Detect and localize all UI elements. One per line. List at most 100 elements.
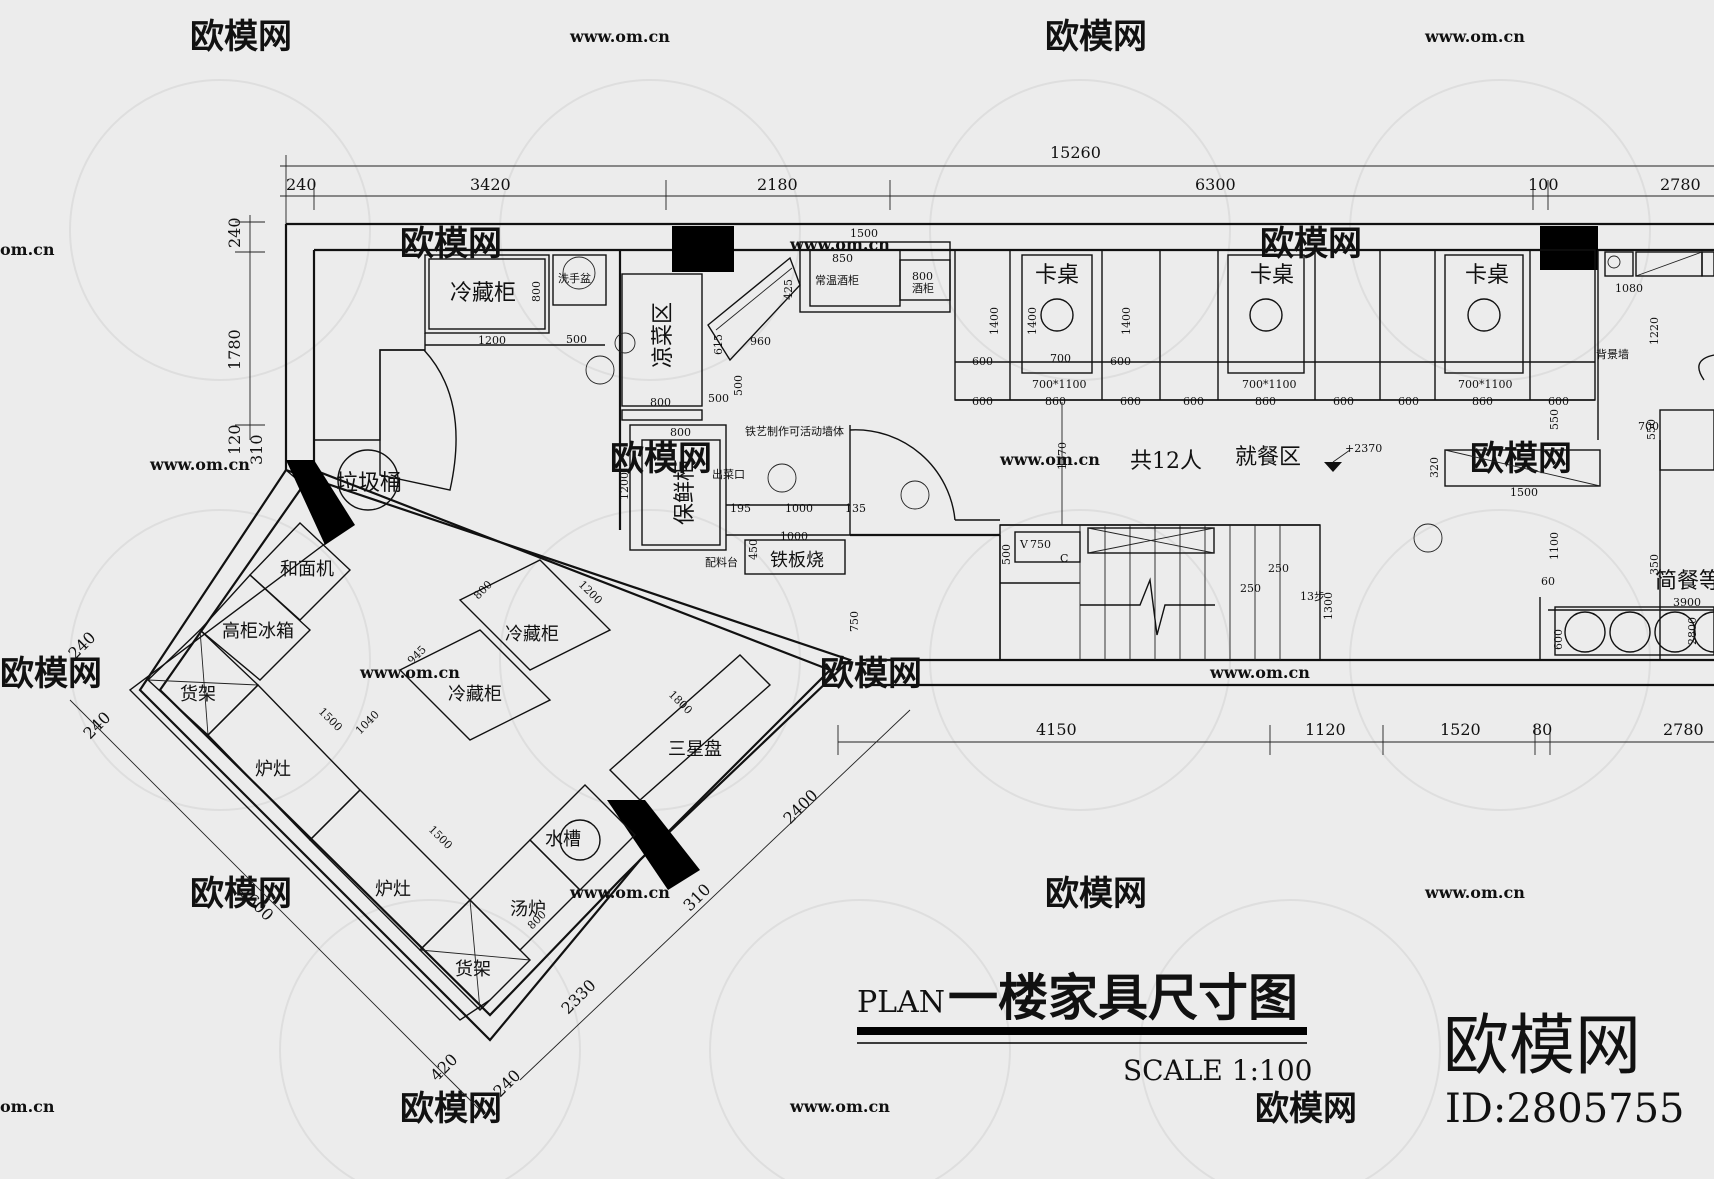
dim-label: 700 (1638, 420, 1659, 433)
label-wine-cabinet: 常温酒柜 (815, 274, 859, 287)
dim-label: 1500 (1510, 486, 1538, 499)
dim-label: 500 (708, 392, 729, 405)
dim-label: 240 (225, 217, 244, 248)
label-feature-wall: 背景墙 (1596, 347, 1629, 361)
dim-label: 450 (747, 539, 760, 560)
dim-label: 100 (1528, 175, 1559, 194)
watermark-brand: 欧模网 (1260, 224, 1362, 264)
dim-label: 1270 (1056, 442, 1069, 470)
label-booth: 卡桌 (1250, 263, 1294, 288)
dim-label: 2780 (1660, 175, 1701, 194)
label-dough-mixer: 和面机 (280, 559, 334, 580)
dim-label: 600 (1398, 395, 1419, 408)
dim-label: 1400 (1120, 307, 1133, 335)
dim-label: 1000 (780, 530, 808, 543)
dim-label: 425 (782, 279, 795, 300)
label-fridge-k2: 冷藏柜 (448, 684, 502, 705)
label-booth: 卡桌 (1035, 263, 1079, 288)
dim-label: 240 (286, 175, 317, 194)
dim-label: 1500 (850, 227, 878, 240)
label-sanxing: 三星盘 (668, 739, 722, 760)
dim-label: 800 (650, 396, 671, 409)
label-wine-small: 酒柜 (912, 282, 934, 295)
cold-dish-area: 凉菜区 800 1500 850 800 常温酒柜 酒柜 425 615 960… (585, 227, 951, 421)
scale-label: SCALE 1:100 (1123, 1054, 1312, 1087)
dim-label: 320 (1428, 457, 1441, 478)
label-stove: 炉灶 (375, 879, 411, 900)
label-tall-fridge: 高柜冰箱 (222, 621, 294, 642)
dim-label: 1400 (988, 307, 1001, 335)
dim-label: 1220 (1648, 317, 1661, 345)
dim-label: 550 (1645, 419, 1658, 440)
dim-label: 135 (845, 502, 866, 515)
watermark-brand: 欧模网 (1045, 17, 1147, 57)
dim-label: 1780 (225, 329, 244, 370)
label-soup-stove: 汤炉 (510, 899, 546, 920)
right-area: 320 1500 550 700 550 1100 1220 1080 背景墙 … (1428, 250, 1714, 660)
watermark-url: www.om.cn (999, 450, 1100, 469)
dim-label: 960 (750, 335, 771, 348)
dim-label: 80 (1532, 720, 1552, 739)
dim-label: 600 (972, 355, 993, 368)
title-block: PLAN 一楼家具尺寸图 SCALE 1:100 (857, 969, 1312, 1087)
dim-label: 600 (972, 395, 993, 408)
dim-label: 860 (1255, 395, 1276, 408)
label-seat-count: 共12人 (1130, 449, 1202, 474)
dim-label: 600 (1110, 355, 1131, 368)
dim-top-total: 15260 (1050, 143, 1101, 162)
dim-label: 550 (1548, 409, 1561, 430)
dim-label: 800 (670, 426, 691, 439)
page-title: 一楼家具尺寸图 (948, 969, 1298, 1027)
dim-label: 600 (1548, 395, 1569, 408)
label-pass-window: 出菜口 (712, 467, 745, 481)
dim-label: 3900 (1673, 596, 1701, 609)
dim-label: 1400 (1026, 307, 1039, 335)
watermark-brand: 欧模网 (610, 439, 712, 479)
label-fresh-cabinet: 保鲜柜 (673, 459, 698, 525)
structural-column (1540, 226, 1598, 270)
label-fridge-top: 冷藏柜 (450, 281, 516, 306)
v-mark: V (1019, 538, 1029, 551)
top-dimensions: 15260 240 3420 2180 6300 100 2780 (280, 143, 1714, 232)
dim-label: 250 (1240, 582, 1261, 595)
brand-id: ID:2805755 (1445, 1086, 1685, 1132)
watermark-brand: 欧模网 (190, 17, 292, 57)
dim-label: 1000 (785, 502, 813, 515)
structural-column (672, 226, 734, 272)
dim-label: 600 (1552, 629, 1565, 650)
dim-label: 1520 (1440, 720, 1481, 739)
dining-booths: 卡桌 卡桌 卡桌 700*1100 700*1100 700*1100 1400… (954, 249, 1596, 408)
dim-label: 500 (1000, 544, 1013, 565)
dim-label: 860 (1045, 395, 1066, 408)
label-booth: 卡桌 (1465, 263, 1509, 288)
watermark-url: www.om.cn (1424, 883, 1525, 902)
table-size: 700*1100 (1458, 378, 1513, 391)
dim-label: 1080 (1615, 282, 1643, 295)
watermark-url: www.om.cn (1209, 663, 1310, 682)
dim-label: 800 (530, 281, 543, 302)
label-shelf: 货架 (180, 684, 216, 705)
title-underline (857, 1027, 1307, 1035)
watermark-url: www.om.cn (149, 455, 250, 474)
watermark-url: www.om.cn (569, 27, 670, 46)
watermark-brand: 欧模网 (0, 654, 102, 694)
dim-label: 1300 (1322, 592, 1335, 620)
staircase: V 750 C 500 250 250 1300 13步 (999, 524, 1335, 661)
watermark-brand: 欧模网 (1255, 1089, 1357, 1129)
dim-label: 860 (1472, 395, 1493, 408)
dim-label: 750 (1030, 538, 1051, 551)
table-size: 700*1100 (1242, 378, 1297, 391)
watermark-url: om.cn (0, 240, 55, 259)
label-handwash: 洗手盆 (558, 271, 591, 285)
dim-label: 60 (1541, 575, 1555, 588)
dim-label: 350 (1648, 554, 1661, 575)
structural-column (286, 460, 355, 545)
brand-logo-text: 欧模网 (1443, 1007, 1641, 1084)
dim-label: 600 (1333, 395, 1354, 408)
table-size: 700*1100 (1032, 378, 1087, 391)
watermark-brand: 欧模网 (190, 874, 292, 914)
structural-column (607, 800, 700, 890)
dim-label: 195 (730, 502, 751, 515)
